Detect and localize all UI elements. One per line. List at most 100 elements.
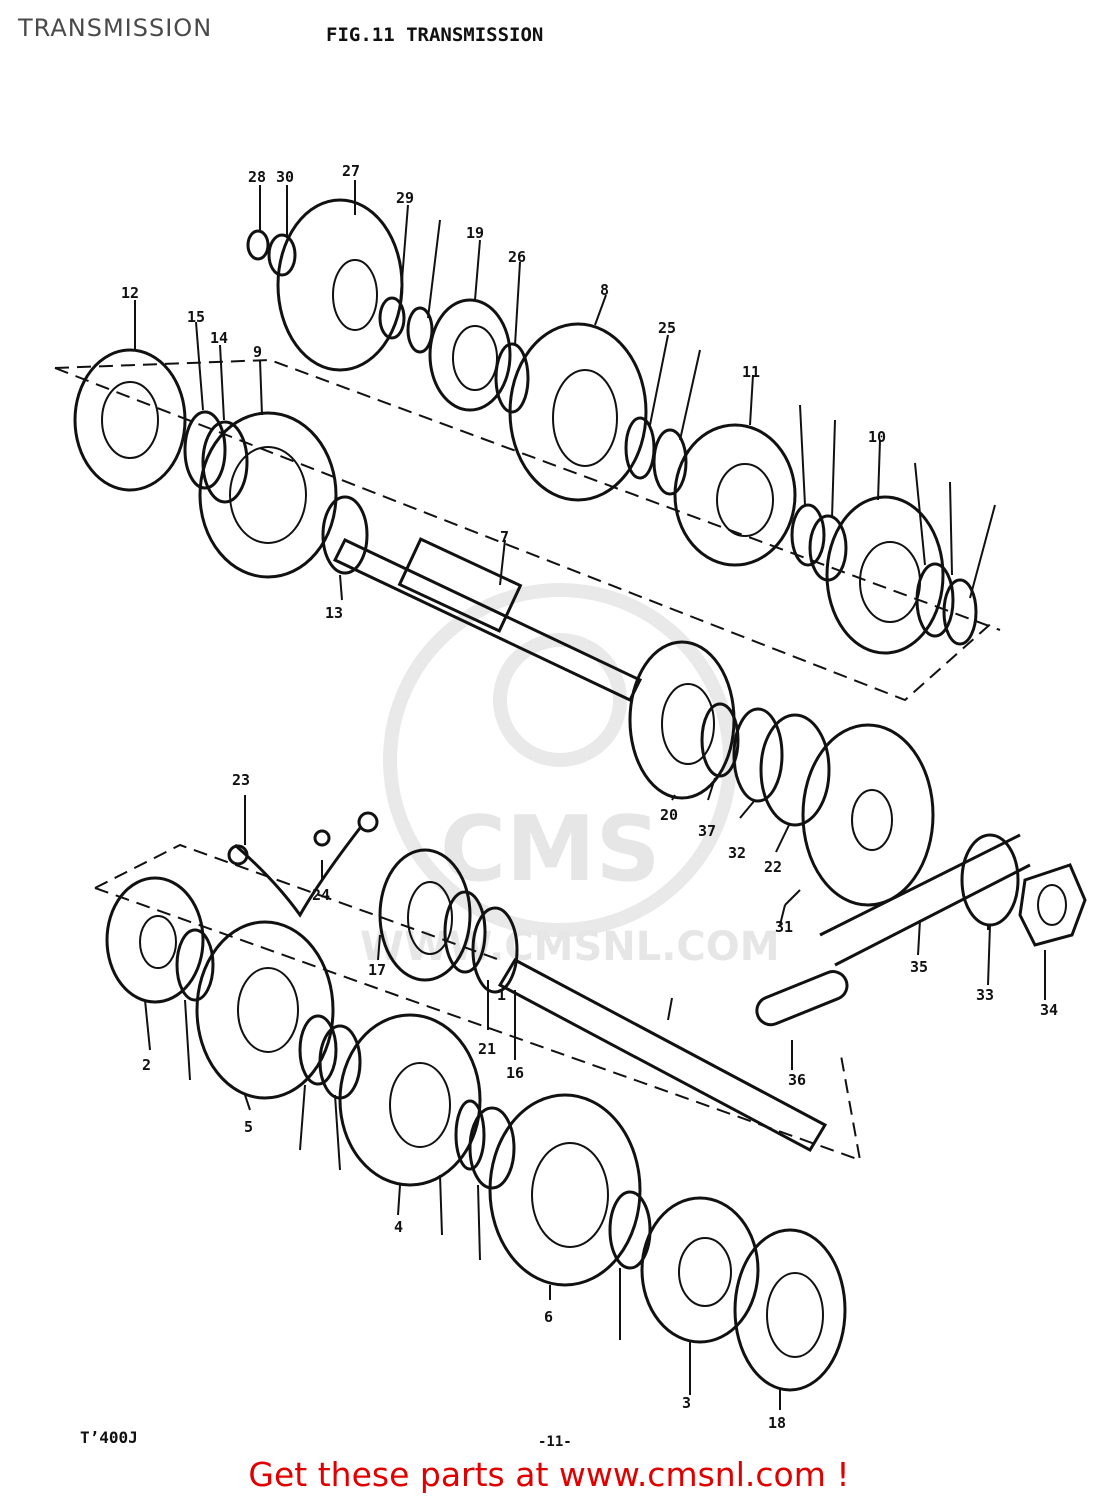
screw-24 <box>313 829 331 847</box>
model-code: T’400J <box>80 1428 138 1447</box>
part-label-37: 37 <box>698 822 716 840</box>
nut-34 <box>1018 863 1087 947</box>
washer-15-upper-right <box>790 503 826 567</box>
part-label-28: 28 <box>248 168 266 186</box>
part-label-20: 20 <box>660 806 678 824</box>
gear-4 <box>338 1013 482 1187</box>
washer-13-upper <box>321 495 369 575</box>
part-label-3: 3 <box>682 1394 691 1412</box>
washer-26-right <box>652 428 688 496</box>
part-label-32: 32 <box>728 844 746 862</box>
part-label-9: 9 <box>253 343 262 361</box>
part-label-21: 21 <box>478 1040 496 1058</box>
gear-2 <box>105 876 205 1004</box>
part-label-25: 25 <box>658 319 676 337</box>
gear-27 <box>276 198 404 372</box>
page-number: -11- <box>538 1434 572 1450</box>
needle-29 <box>378 296 406 340</box>
washer-30-right <box>406 306 434 354</box>
washer-13-upper-right <box>915 562 955 638</box>
section-title: TRANSMISSION <box>18 14 213 42</box>
chain-joint-36 <box>755 970 849 1027</box>
part-label-7: 7 <box>500 528 509 546</box>
cms-watermark: CMS WWW.CMSNL.COM <box>360 583 780 970</box>
watermark-url: WWW.CMSNL.COM <box>360 924 780 970</box>
part-label-16: 16 <box>506 1064 524 1082</box>
lower-shaft-frame-top <box>94 843 501 961</box>
part-label-10: 10 <box>868 428 886 446</box>
part-label-13: 13 <box>325 604 343 622</box>
part-label-8: 8 <box>600 281 609 299</box>
gear-9 <box>198 411 338 579</box>
lower-shaft-frame-line <box>94 887 862 1162</box>
oring-21 <box>443 890 487 974</box>
part-label-31: 31 <box>775 918 793 936</box>
gear-8 <box>508 322 648 502</box>
part-label-15: 15 <box>187 308 205 326</box>
gear-11 <box>673 423 797 567</box>
washer-15-lower-mid <box>454 1099 486 1171</box>
cmsnl-promo-link[interactable]: Get these parts at www.cmsnl.com ! <box>248 1455 850 1494</box>
countershaft <box>332 538 643 702</box>
seal-26-left <box>494 342 530 414</box>
part-label-30: 30 <box>276 168 294 186</box>
bush-25 <box>624 416 656 480</box>
gear-6 <box>488 1093 642 1287</box>
part-label-4: 4 <box>394 1218 403 1236</box>
bearing-18 <box>733 1228 847 1392</box>
oring-32 <box>732 707 784 803</box>
driveshaft-1 <box>497 958 828 1152</box>
part-label-12: 12 <box>121 284 139 302</box>
shift-fork-23 <box>234 827 362 918</box>
seal-22 <box>759 713 831 827</box>
circlip-14-upper-left <box>201 420 249 504</box>
bearing-17 <box>378 848 472 982</box>
part-label-19: 19 <box>466 224 484 242</box>
figure-title: FIG.11 TRANSMISSION <box>326 24 544 46</box>
part-label-36: 36 <box>788 1071 806 1089</box>
part-label-14: 14 <box>210 329 228 347</box>
sprocket-31 <box>801 723 935 907</box>
gear-3 <box>640 1196 760 1344</box>
upper-shaft-frame-top <box>54 358 1001 631</box>
part-label-29: 29 <box>396 189 414 207</box>
circlip-14-lower <box>298 1014 338 1086</box>
part-label-26: 26 <box>508 248 526 266</box>
part-label-33: 33 <box>976 986 994 1004</box>
collar-37 <box>700 702 740 778</box>
driveshaft-assembly <box>105 848 847 1392</box>
circlip-14-lower-mid <box>468 1106 516 1190</box>
circlip-28 <box>246 229 270 261</box>
part-label-18: 18 <box>768 1414 786 1432</box>
leader-lines <box>134 180 1046 1410</box>
part-label-22: 22 <box>764 858 782 876</box>
part-label-5: 5 <box>244 1118 253 1136</box>
gear-12 <box>73 348 187 492</box>
part-label-2: 2 <box>142 1056 151 1074</box>
part-label-35: 35 <box>910 958 928 976</box>
washer-30-left <box>267 233 297 277</box>
bearing-19 <box>428 298 512 412</box>
part-label-17: 17 <box>368 961 386 979</box>
part-label-27: 27 <box>342 162 360 180</box>
watermark-brand: CMS <box>440 797 660 902</box>
countershaft-assembly <box>73 198 978 907</box>
part-label-1: 1 <box>497 986 506 1004</box>
gear-5 <box>195 920 335 1100</box>
part-number-labels: 1 2 3 4 5 6 7 8 9 10 11 12 13 14 15 16 1… <box>121 162 1058 1432</box>
part-label-24: 24 <box>312 886 330 904</box>
washer-15-upper-left <box>183 410 227 490</box>
drive-chain <box>819 833 1031 967</box>
gear-10 <box>825 495 945 655</box>
part-label-23: 23 <box>232 771 250 789</box>
part-label-6: 6 <box>544 1308 553 1326</box>
washer-15-end <box>942 578 978 646</box>
upper-shaft-frame-line <box>54 367 996 702</box>
countershaft-spline <box>397 537 523 633</box>
part-label-34: 34 <box>1040 1001 1058 1019</box>
washer-13-lower-left <box>175 928 215 1002</box>
washer-16 <box>471 906 519 994</box>
part-label-11: 11 <box>742 363 760 381</box>
